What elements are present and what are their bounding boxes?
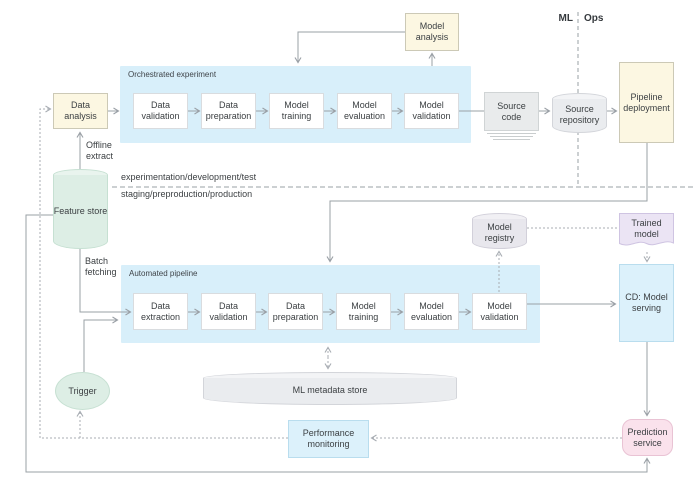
auto-step-model-evaluation: Model evaluation <box>404 293 459 330</box>
auto-step-label: Model validation <box>480 300 519 322</box>
auto-step-label: Model training <box>348 300 379 322</box>
cylinder-body <box>203 378 457 405</box>
cylinder-body <box>552 99 607 133</box>
ml-side-label: ML <box>558 13 573 24</box>
cd-model-serving-node: CD: Model serving <box>619 264 674 342</box>
pipeline-deployment-node: Pipeline deployment <box>619 62 674 143</box>
auto-step-label: Model evaluation <box>410 300 453 322</box>
orchestrated-experiment-label: Orchestrated experiment <box>128 70 217 79</box>
cd-model-serving-label: CD: Model serving <box>625 292 668 313</box>
orch-step-label: Model validation <box>412 100 451 121</box>
data-analysis-label: Data analysis <box>64 100 97 121</box>
ops-side-label: Ops <box>584 13 604 24</box>
source-repository-node: Source repository <box>552 93 607 133</box>
source-repository-label: Source repository <box>559 104 600 125</box>
source-code-page-line <box>493 139 530 140</box>
model-analysis-node: Model analysis <box>405 13 459 51</box>
trigger-label: Trigger <box>68 386 97 396</box>
pipeline-deployment-label: Pipeline deployment <box>623 91 670 113</box>
source-code-page-line <box>490 136 533 137</box>
orch-step-model-evaluation: Model evaluation <box>337 93 392 129</box>
prediction-service-node: Prediction service <box>622 419 673 456</box>
ml-metadata-store-label: ML metadata store <box>292 385 368 396</box>
auto-step-label: Data extraction <box>140 300 181 322</box>
trigger-node: Trigger <box>55 372 110 410</box>
experimentation-stage-label: experimentation/development/test <box>121 172 257 182</box>
data-analysis-node: Data analysis <box>53 93 108 129</box>
orch-step-label: Model training <box>281 100 312 121</box>
auto-step-model-training: Model training <box>336 293 391 330</box>
trained-model-label: Trained model <box>631 218 662 239</box>
batch-fetching-label: Batch fetching <box>85 256 117 277</box>
source-code-node: Source code <box>484 92 539 131</box>
cylinder-body <box>472 219 527 249</box>
staging-stage-label: staging/preproduction/production <box>121 189 253 199</box>
cylinder-body <box>53 175 108 249</box>
auto-step-model-validation: Model validation <box>472 293 527 330</box>
automated-pipeline-label: Automated pipeline <box>129 269 198 278</box>
auto-step-label: Data preparation <box>272 300 319 322</box>
auto-step-data-preparation: Data preparation <box>268 293 323 330</box>
offline-extract-label: Offline extract <box>86 140 114 161</box>
source-code-page-line <box>487 133 536 134</box>
orch-step-label: Data validation <box>141 100 180 121</box>
feature-store-label: Feature store <box>53 205 108 216</box>
ml-metadata-store-node: ML metadata store <box>203 372 457 405</box>
auto-step-data-validation: Data validation <box>201 293 256 330</box>
feature-store-node: Feature store <box>53 169 108 249</box>
orch-step-data-preparation: Data preparation <box>201 93 256 129</box>
auto-step-label: Data validation <box>209 300 248 322</box>
orch-step-label: Model evaluation <box>343 100 386 121</box>
performance-monitoring-label: Performance monitoring <box>302 428 355 449</box>
trained-model-node: Trained model <box>619 213 674 251</box>
model-registry-node: Model registry <box>472 213 527 249</box>
model-analysis-label: Model analysis <box>415 21 449 42</box>
performance-monitoring-node: Performance monitoring <box>288 420 369 458</box>
orch-step-model-validation: Model validation <box>404 93 459 129</box>
document-shape <box>619 213 674 246</box>
model-registry-label: Model registry <box>484 222 515 243</box>
orch-step-label: Data preparation <box>205 100 252 121</box>
prediction-service-label: Prediction service <box>627 426 668 448</box>
source-code-label: Source code <box>497 100 526 122</box>
auto-step-data-extraction: Data extraction <box>133 293 188 330</box>
orch-step-data-validation: Data validation <box>133 93 188 129</box>
orch-step-model-training: Model training <box>269 93 324 129</box>
